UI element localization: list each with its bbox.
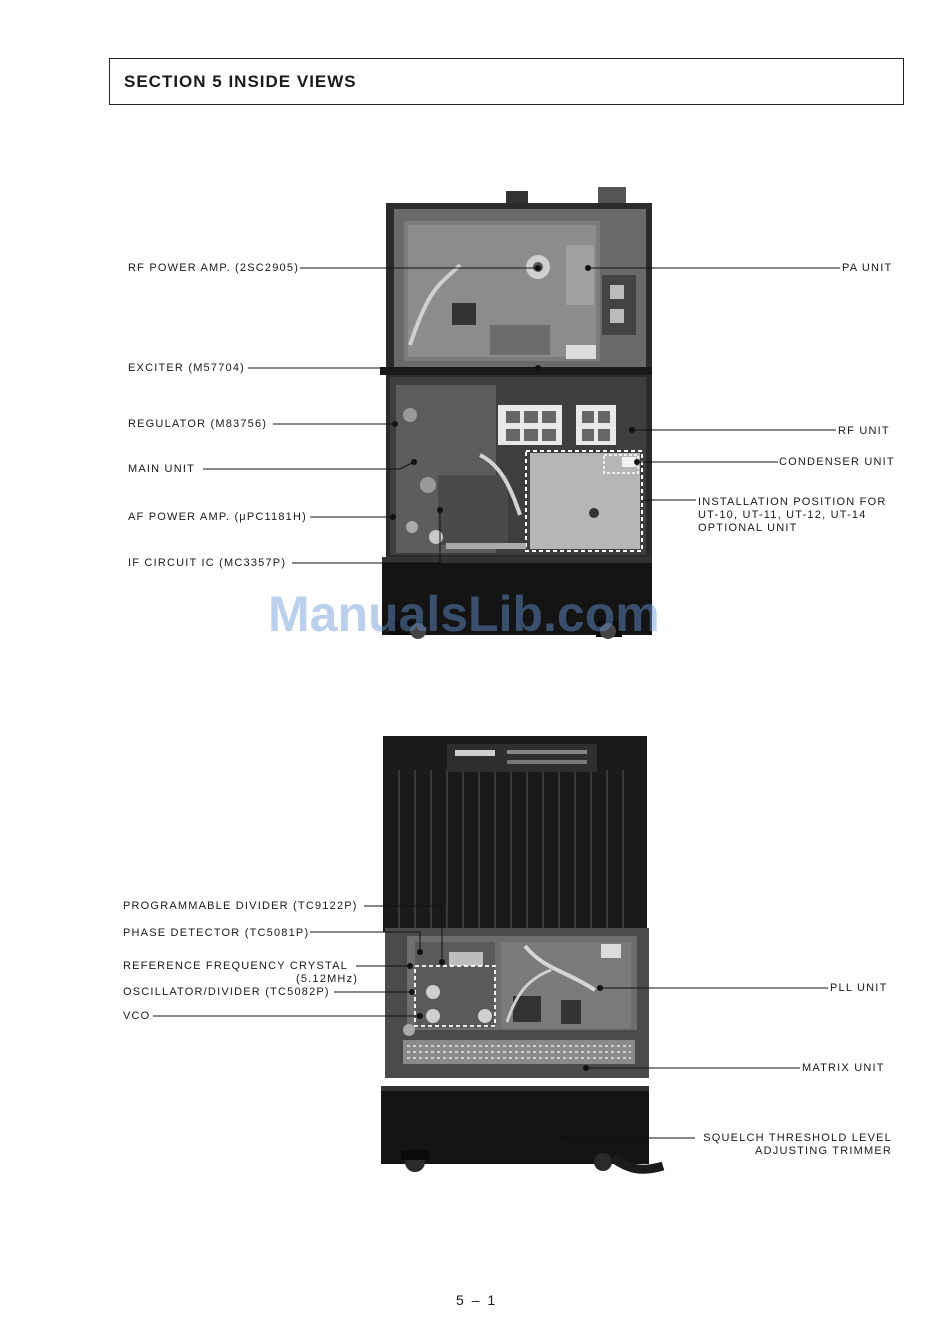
label-reference-crystal-freq: (5.12MHz) bbox=[296, 973, 359, 985]
installation-line-2: UT-10, UT-11, UT-12, UT-14 bbox=[698, 509, 867, 521]
label-programmable-divider: PROGRAMMABLE DIVIDER (TC9122P) bbox=[123, 900, 358, 912]
label-reference-crystal: REFERENCE FREQUENCY CRYSTAL bbox=[123, 960, 348, 972]
label-rf-power-amp: RF POWER AMP. (2SC2905) bbox=[128, 262, 300, 274]
section-header: SECTION 5 INSIDE VIEWS bbox=[109, 58, 904, 105]
bottom-inside-view-photo bbox=[381, 736, 665, 1174]
page-number: 5 – 1 bbox=[456, 1292, 498, 1308]
top-inside-view-photo bbox=[380, 187, 652, 639]
label-installation-position: INSTALLATION POSITION FOR UT-10, UT-11, … bbox=[698, 496, 887, 535]
label-squelch-trimmer: SQUELCH THRESHOLD LEVEL ADJUSTING TRIMME… bbox=[696, 1132, 892, 1158]
label-main-unit: MAIN UNIT bbox=[128, 463, 196, 475]
label-pll-unit: PLL UNIT bbox=[830, 982, 888, 994]
bottom-view-leader-lines bbox=[153, 905, 828, 1141]
installation-line-3: OPTIONAL UNIT bbox=[698, 522, 798, 534]
squelch-line-1: SQUELCH THRESHOLD LEVEL bbox=[703, 1132, 892, 1144]
installation-line-1: INSTALLATION POSITION FOR bbox=[698, 496, 887, 508]
top-view-leader-lines bbox=[203, 265, 840, 564]
label-condenser-unit: CONDENSER UNIT bbox=[779, 456, 895, 468]
label-rf-unit: RF UNIT bbox=[838, 425, 890, 437]
label-vco: VCO bbox=[123, 1010, 151, 1022]
label-exciter: EXCITER (M57704) bbox=[128, 362, 246, 374]
label-phase-detector: PHASE DETECTOR (TC5081P) bbox=[123, 927, 310, 939]
label-matrix-unit: MATRIX UNIT bbox=[802, 1062, 885, 1074]
label-af-power-amp: AF POWER AMP. (μPC1181H) bbox=[128, 511, 307, 523]
section-title: SECTION 5 INSIDE VIEWS bbox=[124, 72, 357, 91]
squelch-line-2: ADJUSTING TRIMMER bbox=[755, 1145, 892, 1157]
watermark: ManualsLib.com bbox=[268, 586, 660, 642]
label-pa-unit: PA UNIT bbox=[842, 262, 893, 274]
label-regulator: REGULATOR (M83756) bbox=[128, 418, 268, 430]
label-if-circuit-ic: IF CIRCUIT IC (MC3357P) bbox=[128, 557, 287, 569]
label-oscillator-divider: OSCILLATOR/DIVIDER (TC5082P) bbox=[123, 986, 330, 998]
